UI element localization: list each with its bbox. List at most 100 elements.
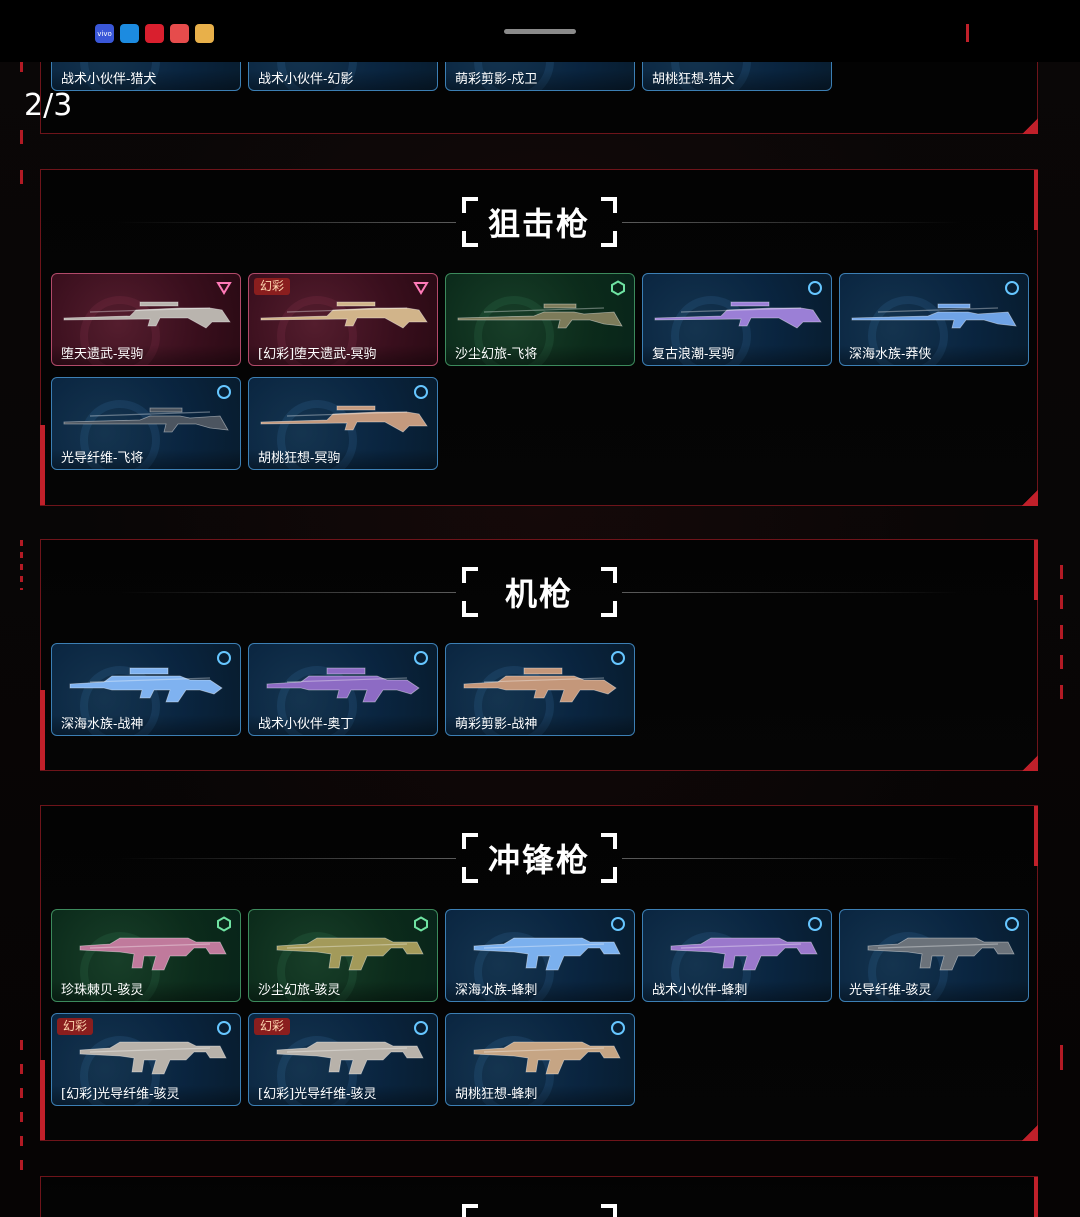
bracket-corner xyxy=(461,197,478,213)
section-title: 冲锋枪 xyxy=(487,841,590,879)
card-background-ring xyxy=(80,400,160,469)
card-background-ring xyxy=(277,400,357,469)
smg-weapon-icon xyxy=(473,1041,621,1075)
section-title: 机枪 xyxy=(504,575,573,613)
weapon-skin-card[interactable]: 幻彩[幻彩]光导纤维-骇灵 xyxy=(248,1013,438,1106)
rarity-circle-icon xyxy=(611,651,625,665)
weapon-skin-name: 萌彩剪影-戍卫 xyxy=(446,70,634,90)
header-rule xyxy=(116,592,456,593)
weapon-skin-name: 沙尘幻旅-飞将 xyxy=(446,345,634,365)
weapon-skin-name: 珍珠棘贝-骇灵 xyxy=(52,981,240,1001)
game-app-icon xyxy=(145,24,164,43)
section-title: 狙击枪 xyxy=(487,205,590,243)
section-accent-bar xyxy=(40,425,45,505)
drag-handle[interactable] xyxy=(504,29,576,34)
weapon-skin-name: 胡桃狂想-冥驹 xyxy=(249,449,437,469)
smg-weapon-icon xyxy=(79,937,227,971)
bracket-corner xyxy=(461,867,478,883)
previous-section-tail: 战术小伙伴-猎犬战术小伙伴-幻影萌彩剪影-戍卫胡桃狂想-猎犬 xyxy=(40,0,1038,134)
weapon-skin-name: 萌彩剪影-战神 xyxy=(446,715,634,735)
card-background-ring xyxy=(474,296,554,365)
notes-app-icon xyxy=(170,24,189,43)
weapon-skin-name: 战术小伙伴-幻影 xyxy=(249,70,437,90)
rifle-weapon-icon xyxy=(851,303,1017,329)
section-next xyxy=(40,1176,1038,1217)
rarity-circle-icon xyxy=(1005,281,1019,295)
bracket-corner xyxy=(461,567,478,583)
bracket-corner xyxy=(461,601,478,617)
bracket-corner xyxy=(461,1204,478,1217)
rarity-circle-icon xyxy=(611,917,625,931)
files-app-icon xyxy=(120,24,139,43)
weapon-skin-card[interactable]: 胡桃狂想-冥驹 xyxy=(248,377,438,470)
bracket-corner xyxy=(600,231,617,247)
weapon-skin-name: 光导纤维-飞将 xyxy=(52,449,240,469)
weapon-skin-name: 光导纤维-骇灵 xyxy=(840,981,1028,1001)
rarity-circle-icon xyxy=(414,385,428,399)
bracket-corner xyxy=(600,567,617,583)
bracket-corner xyxy=(461,231,478,247)
variant-badge: 幻彩 xyxy=(254,278,291,295)
rifle-weapon-icon xyxy=(457,303,623,329)
status-indicator xyxy=(966,24,969,42)
weapon-skin-card[interactable]: 沙尘幻旅-骇灵 xyxy=(248,909,438,1002)
weapon-skin-card[interactable]: 幻彩[幻彩]光导纤维-骇灵 xyxy=(51,1013,241,1106)
weapon-skin-card[interactable]: 堕天遗武-冥驹 xyxy=(51,273,241,366)
smg-weapon-icon xyxy=(867,937,1015,971)
section-accent-bar xyxy=(40,690,45,770)
side-dash xyxy=(20,170,23,184)
weapon-skin-name: 沙尘幻旅-骇灵 xyxy=(249,981,437,1001)
weapon-skin-card[interactable]: 沙尘幻旅-飞将 xyxy=(445,273,635,366)
section-accent-bar xyxy=(1034,540,1038,600)
weapon-skin-card[interactable]: 幻彩 [幻彩]堕天遗武-冥驹 xyxy=(248,273,438,366)
weapon-skin-card[interactable]: 深海水族-蜂刺 xyxy=(445,909,635,1002)
section-accent-bar xyxy=(40,1060,45,1140)
avatar-app-icon xyxy=(195,24,214,43)
header-rule xyxy=(622,222,962,223)
lmg-weapon-icon xyxy=(463,667,617,703)
section-header: 冲锋枪 xyxy=(41,832,1037,884)
rarity-hexagon-icon xyxy=(217,916,231,932)
weapon-skin-name: 深海水族-蜂刺 xyxy=(446,981,634,1001)
status-bar: vivo xyxy=(0,0,1080,62)
weapon-skin-card[interactable]: 光导纤维-飞将 xyxy=(51,377,241,470)
side-dash xyxy=(20,540,23,590)
vivo-app-icon: vivo xyxy=(95,24,114,43)
weapon-skin-card[interactable]: 战术小伙伴-奥丁 xyxy=(248,643,438,736)
section-accent-bar xyxy=(1034,806,1038,866)
section-header xyxy=(41,1203,1037,1217)
card-background-ring xyxy=(80,666,160,735)
smg-weapon-icon xyxy=(473,937,621,971)
bracket-corner xyxy=(600,197,617,213)
weapon-skin-card[interactable]: 珍珠棘贝-骇灵 xyxy=(51,909,241,1002)
section-accent-bar xyxy=(1034,170,1038,230)
weapon-skin-card[interactable]: 胡桃狂想-蜂刺 xyxy=(445,1013,635,1106)
bracket-corner xyxy=(600,601,617,617)
smg-weapon-icon xyxy=(79,1041,227,1075)
smg-weapon-icon xyxy=(276,1041,424,1075)
weapon-skin-name: [幻彩]光导纤维-骇灵 xyxy=(52,1085,240,1105)
rarity-triangle-icon xyxy=(413,282,429,295)
weapon-skin-card[interactable]: 战术小伙伴-蜂刺 xyxy=(642,909,832,1002)
weapon-skin-name: 胡桃狂想-猎犬 xyxy=(643,70,831,90)
rarity-circle-icon xyxy=(217,1021,231,1035)
weapon-skin-card[interactable]: 深海水族-战神 xyxy=(51,643,241,736)
weapon-skin-card[interactable]: 深海水族-莽侠 xyxy=(839,273,1029,366)
side-dash xyxy=(1060,1045,1063,1070)
rarity-circle-icon xyxy=(808,917,822,931)
page-counter: 2/3 xyxy=(24,88,73,123)
weapon-skin-card[interactable]: 光导纤维-骇灵 xyxy=(839,909,1029,1002)
rarity-hexagon-icon xyxy=(611,280,625,296)
side-dash xyxy=(20,1040,23,1170)
bracket-corner xyxy=(600,1204,617,1217)
weapon-skin-name: 深海水族-战神 xyxy=(52,715,240,735)
bracket-corner xyxy=(461,833,478,849)
sniper-weapon-icon xyxy=(654,301,822,329)
smg-weapon-icon xyxy=(276,937,424,971)
smg-weapon-icon xyxy=(670,937,818,971)
weapon-skin-name: [幻彩]堕天遗武-冥驹 xyxy=(249,345,437,365)
weapon-skin-card[interactable]: 萌彩剪影-战神 xyxy=(445,643,635,736)
weapon-skin-card[interactable]: 复古浪潮-冥驹 xyxy=(642,273,832,366)
rifle-weapon-icon xyxy=(63,407,229,433)
